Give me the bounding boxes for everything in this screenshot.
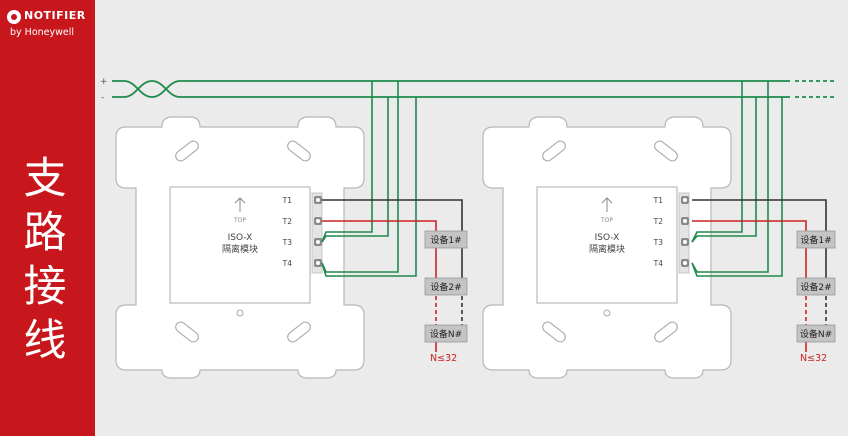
wiring-diagram: TOP ISO-X 隔离模块 T1 T2 T3 T4 TOP ISO-X 隔离模… — [95, 0, 848, 436]
terminal-label-t1: T1 — [282, 196, 293, 205]
terminal-label-t2: T2 — [653, 217, 664, 226]
device-limit-label: N≤32 — [800, 353, 827, 364]
module-desc: 隔离模块 — [589, 243, 625, 255]
device-box-1: 设备1# — [424, 230, 468, 249]
brand-sidebar: NOTIFIER by Honeywell 支路接线 — [0, 0, 95, 436]
device-label: 设备N# — [800, 328, 832, 340]
bus-plus-label: + — [100, 77, 108, 87]
module-1-wiring — [321, 81, 463, 352]
terminal-label-t1: T1 — [653, 196, 664, 205]
device-box-n: 设备N# — [796, 324, 836, 343]
module-top-label: TOP — [600, 217, 613, 224]
brand-name: NOTIFIER — [24, 9, 86, 22]
device-label: 设备2# — [430, 281, 461, 293]
module-name: ISO-X — [228, 233, 253, 243]
module-name: ISO-X — [595, 233, 620, 243]
terminal-label-t2: T2 — [282, 217, 293, 226]
bus-minus-label: - — [101, 93, 104, 103]
terminal-label-t3: T3 — [653, 238, 664, 247]
device-box-2: 设备2# — [796, 277, 836, 296]
device-box-n: 设备N# — [424, 324, 468, 343]
terminal-label-t3: T3 — [282, 238, 293, 247]
notifier-logo-icon — [7, 10, 21, 24]
device-label: 设备1# — [800, 234, 831, 246]
device-limit-label: N≤32 — [430, 353, 457, 364]
page-title: 支路接线 — [23, 154, 67, 366]
brand-subtitle: by Honeywell — [10, 27, 75, 38]
device-label: 设备1# — [430, 234, 461, 246]
device-box-2: 设备2# — [424, 277, 468, 296]
terminal-label-t4: T4 — [282, 259, 293, 268]
module-desc: 隔离模块 — [222, 243, 258, 255]
module-2-wiring — [691, 81, 827, 352]
terminal-label-t4: T4 — [653, 259, 664, 268]
main-bus — [112, 80, 836, 98]
module-top-label: TOP — [233, 217, 246, 224]
device-label: 设备N# — [430, 328, 462, 340]
device-label: 设备2# — [800, 281, 831, 293]
device-box-1: 设备1# — [796, 230, 836, 249]
